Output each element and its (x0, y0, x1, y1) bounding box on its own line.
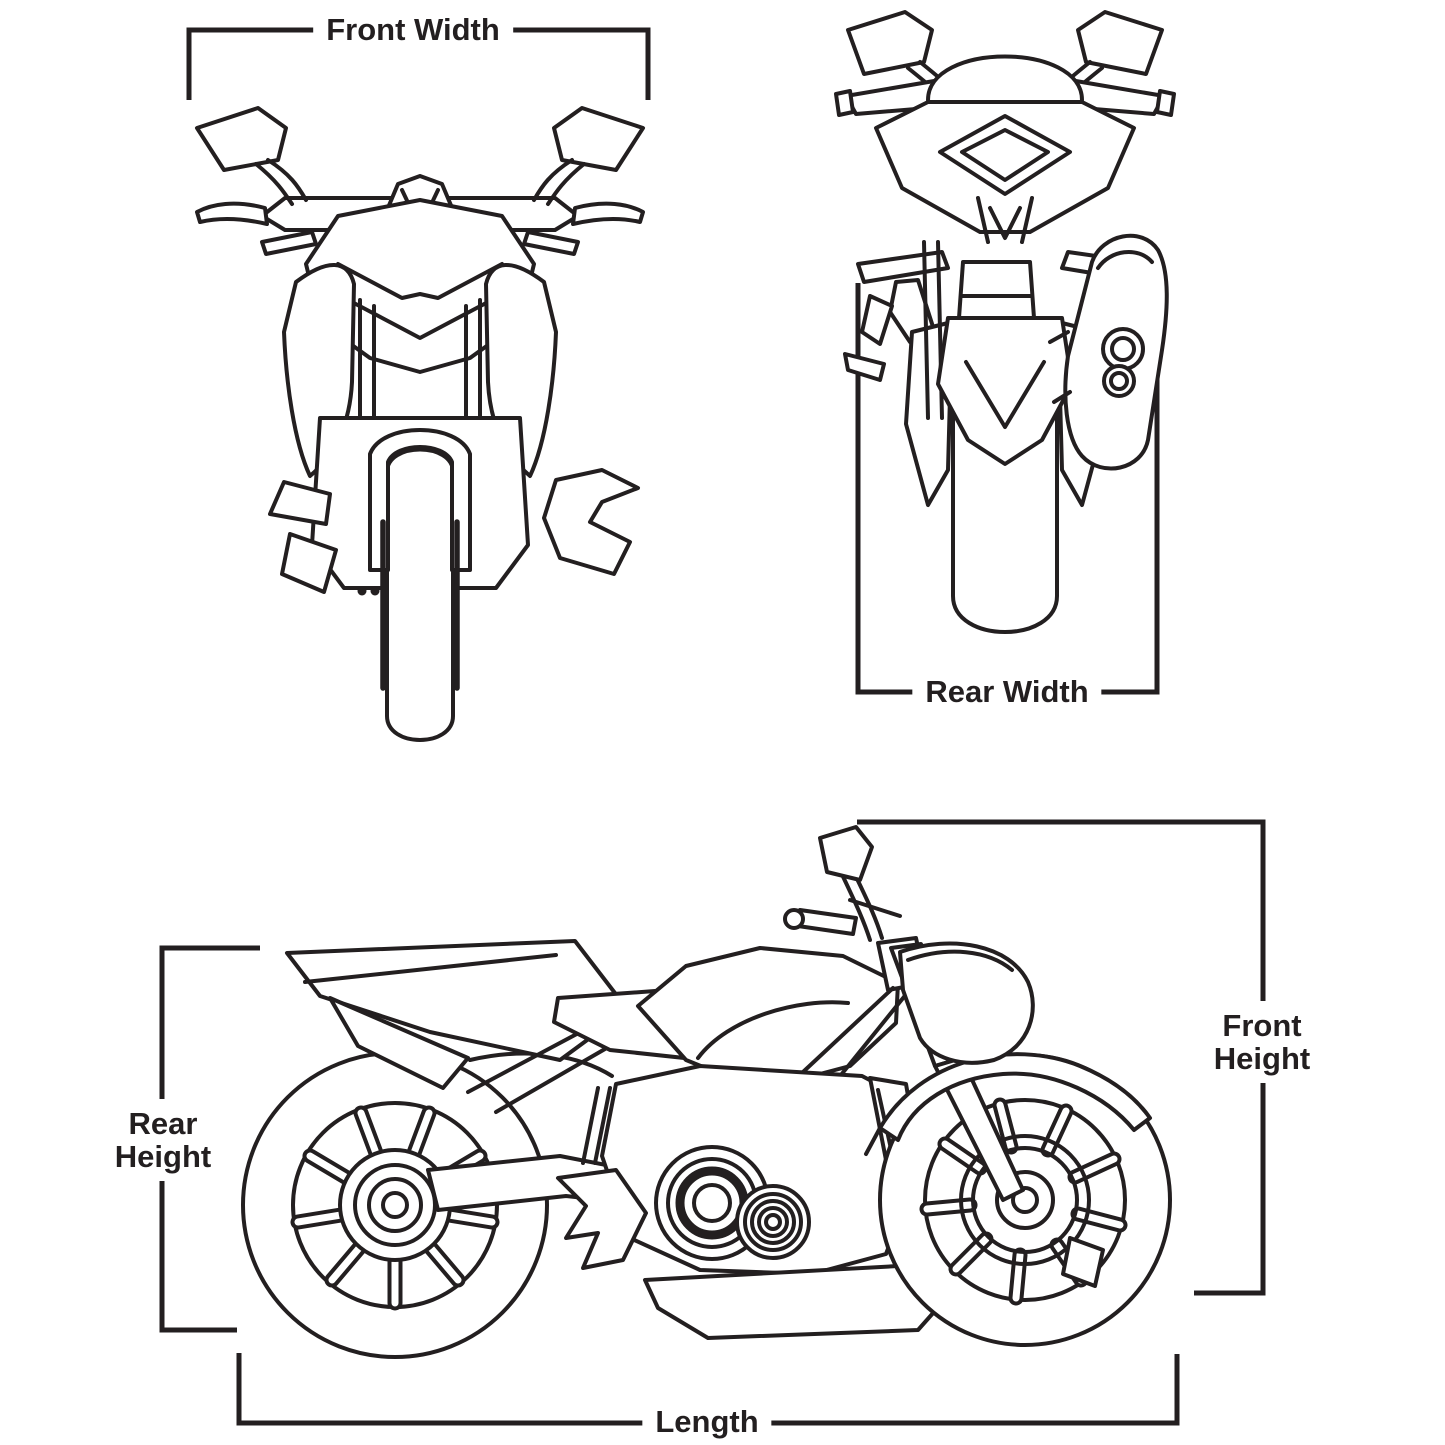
side-grip (796, 908, 858, 936)
rear-height-label: Rear Height (106, 1099, 220, 1181)
left-mirror-stalk (254, 158, 308, 206)
rear-view-drawing (834, 10, 1176, 634)
right-mirror (552, 106, 645, 172)
left-brake-lever (195, 201, 269, 226)
rear-left-mirror (846, 10, 934, 76)
front-width-label: Front Width (313, 10, 513, 50)
left-turn-signal (260, 230, 318, 256)
muffler-outlet-upper (1101, 327, 1145, 371)
muffler-outlet-lower (1102, 364, 1136, 398)
rear-right-mirror (1076, 10, 1164, 76)
right-turn-signal (522, 230, 580, 256)
engine-cover-small (735, 1184, 811, 1260)
left-mirror (195, 106, 288, 172)
length-label: Length (642, 1402, 772, 1442)
brake-disc (959, 1134, 1091, 1266)
front-fender (368, 428, 472, 572)
right-brake-lever (571, 201, 645, 226)
right-mirror-stalk (532, 158, 586, 206)
front-tire (385, 447, 455, 742)
brake-caliper (1061, 1236, 1105, 1288)
front-view-drawing (195, 106, 645, 742)
fork-tubes (358, 298, 482, 450)
rear-left-signal (856, 250, 950, 284)
tail-section (285, 939, 630, 1062)
front-height-label: Front Height (1205, 1001, 1319, 1083)
headlight-side (898, 941, 1035, 1065)
side-view-drawing (241, 825, 1172, 1359)
rear-fender (936, 316, 1074, 466)
license-plate (957, 260, 1036, 320)
side-mirror (818, 825, 874, 882)
taillight (938, 114, 1072, 196)
rear-width-label: Rear Width (912, 672, 1102, 712)
